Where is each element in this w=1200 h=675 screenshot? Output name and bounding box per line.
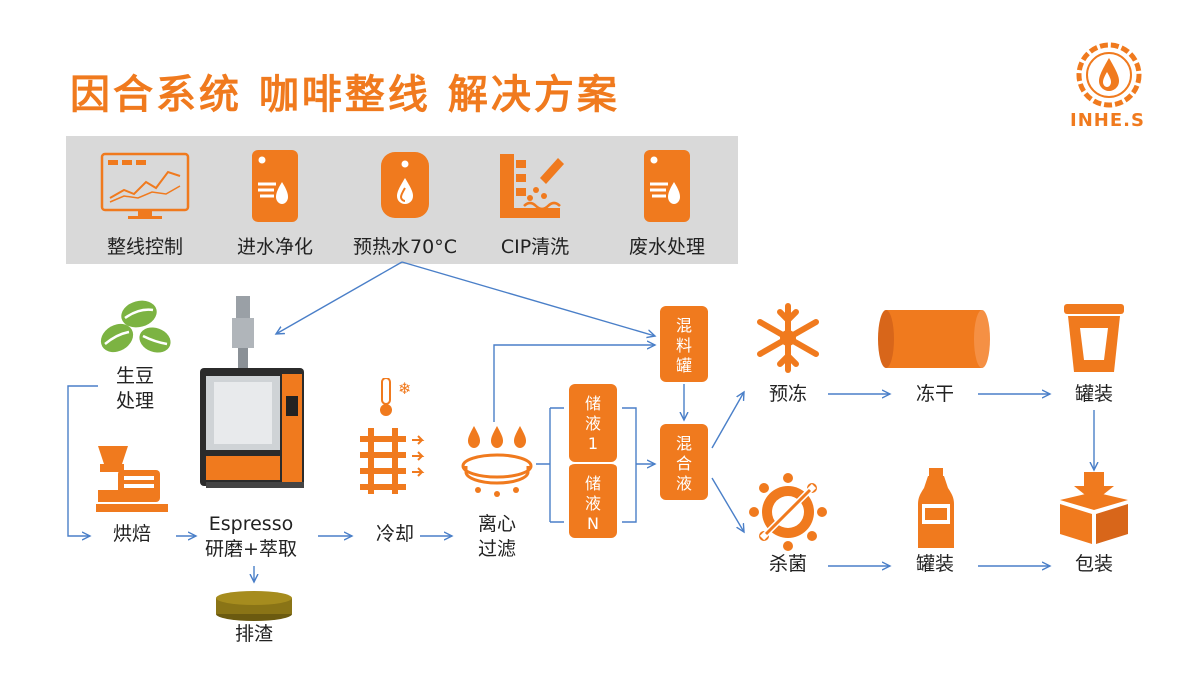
step-green-bean: 生豆 处理 [115,365,154,412]
utility-label: 整线控制 [106,236,183,258]
water-purifier-icon [252,150,298,222]
arrow-mixliquid-to-sterilize [711,477,744,532]
utility-label: 进水净化 [236,236,313,258]
utility-label: CIP清洗 [500,236,570,258]
snowflake-icon [757,303,819,373]
step-can-bottom: 罐装 [915,553,954,575]
roaster-icon [96,446,168,512]
storage-tank-n: 储 液 N [569,462,617,538]
wastewater-icon [644,150,690,222]
water-heater-icon [381,152,429,218]
centrifuge-filter-icon [461,426,533,497]
sterilize-icon [749,473,827,551]
storage-tank-1: 储 液 1 [569,384,617,462]
arrow-bean-to-roast [67,385,98,536]
step-espresso: Espresso 研磨+萃取 [205,513,297,560]
step-sterilize: 杀菌 [768,553,807,575]
step-waste: 排渣 [234,623,273,645]
espresso-machine-icon [200,296,304,488]
bottle-icon [918,468,954,548]
arrow-centrifuge-to-mixtank [493,345,655,422]
utility-wastewater: 废水处理 [612,150,722,259]
utility-purifier: 进水净化 [220,150,330,259]
cup-icon [1064,304,1124,372]
mixing-tank: 混 料 罐 [660,306,708,382]
step-centrifuge: 离心 过滤 [477,513,516,560]
arrow-mixliquid-to-prefreeze [711,392,744,449]
brand-logo [1074,40,1144,110]
utility-label: 预热水70°C [353,236,457,258]
monitor-chart-icon [100,152,190,219]
utility-label: 废水处理 [628,236,705,258]
line-storage-to-mixliquid [622,407,655,523]
cooling-exchanger-icon: ❄ [360,378,425,494]
step-prefreeze: 预冻 [768,383,807,405]
arrow-utilities-to-mixtank [401,261,655,336]
arrow-utilities-to-espresso [276,261,403,334]
utility-heater: 预热水70°C [345,150,465,259]
line-centrifuge-to-storage [536,407,564,523]
freeze-dryer-icon [878,310,990,368]
step-freezedry: 冻干 [915,383,954,405]
logo-gear-drop-icon [1076,42,1142,108]
utility-control: 整线控制 [90,150,200,259]
svg-text:❄: ❄ [398,379,411,398]
step-cool: 冷却 [375,523,414,545]
step-can-top: 罐装 [1074,383,1113,405]
step-package: 包装 [1074,553,1113,575]
package-box-icon [1060,472,1128,544]
mixed-liquid-tank: 混 合 液 [660,424,708,500]
step-roast: 烘焙 [112,523,151,545]
page-title: 因合系统 咖啡整线 解决方案 [70,72,620,118]
coffee-grounds-icon [216,591,292,621]
utility-cip: CIP清洗 [480,150,590,259]
cip-cleaning-icon [500,154,564,218]
logo-text: INHE.S [1070,110,1145,131]
coffee-bean-icon [100,300,171,353]
